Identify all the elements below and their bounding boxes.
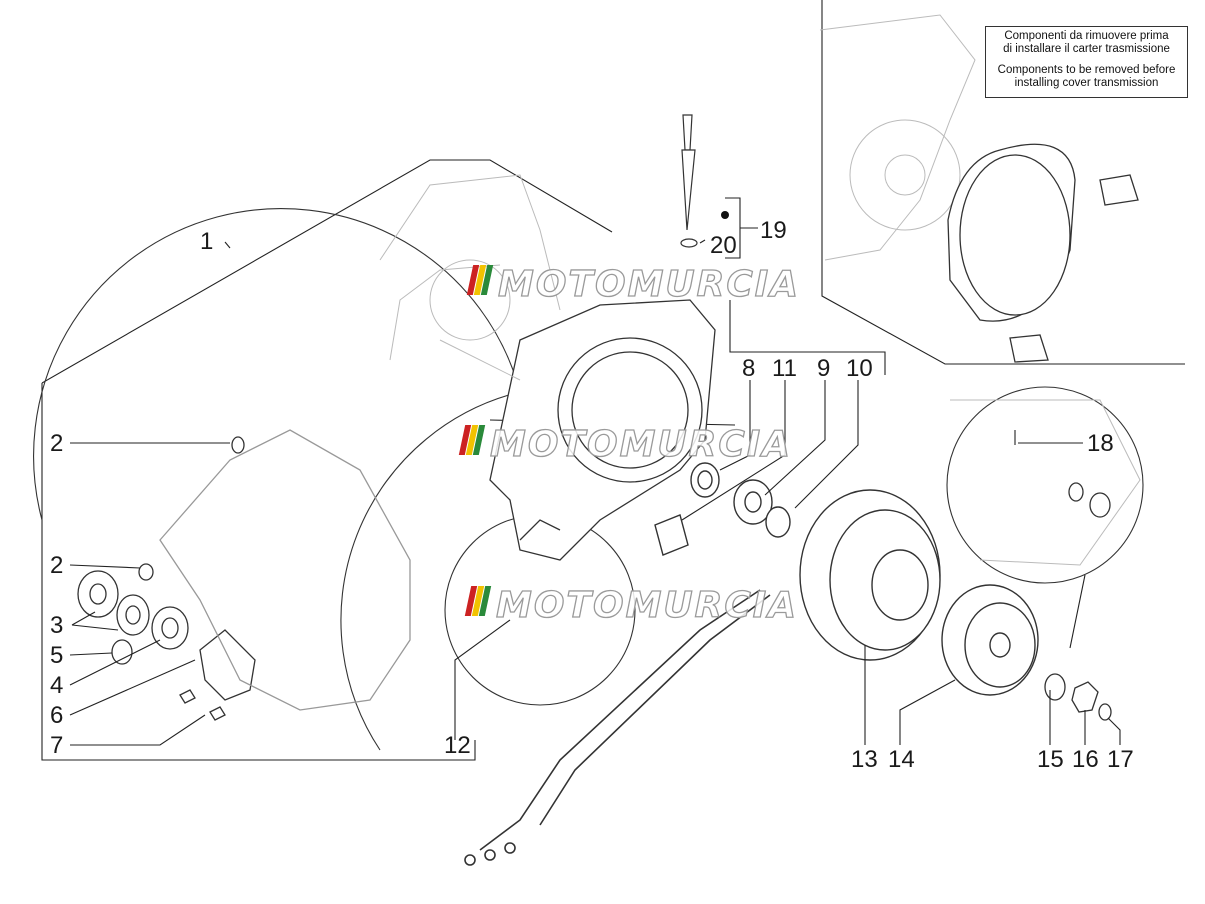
callout-18: 18 [1087, 430, 1114, 457]
callout-10: 10 [846, 355, 873, 382]
watermark-flag-icon [458, 425, 486, 455]
callout-8: 8 [742, 355, 756, 382]
stator-flywheel-illustration [799, 489, 1039, 696]
callout-16: 16 [1072, 746, 1099, 773]
detail-circle-flywheel [946, 386, 1144, 584]
watermark-flag-icon [464, 586, 492, 616]
inset-frame [821, 0, 1185, 365]
watermark-logo: MOTOMURCIA [489, 423, 793, 465]
callout-7: 7 [50, 732, 64, 759]
callout-5: 5 [50, 642, 64, 669]
callout-3: 3 [50, 612, 64, 639]
dipstick-illustration [680, 114, 698, 248]
callout-15: 15 [1037, 746, 1064, 773]
crankcase-illustration [489, 299, 716, 561]
callout-2: 2 [50, 430, 64, 457]
watermark-logo: MOTOMURCIA [495, 584, 799, 626]
bearing-set-illustration [77, 429, 411, 721]
callout-1: 1 [200, 228, 214, 255]
note-english-line1: Components to be removed before [997, 64, 1176, 76]
note-english-line2: installing cover transmission [1014, 77, 1159, 89]
callout-2: 2 [50, 552, 64, 579]
inset-cover-illustration [947, 143, 1139, 363]
note-italian-line1: Componenti da rimuovere prima [1004, 30, 1169, 42]
watermark-flag-icon [466, 265, 494, 295]
watermark-logo: MOTOMURCIA [497, 263, 801, 305]
detail-circle-left [340, 391, 521, 751]
callout-4: 4 [50, 672, 64, 699]
harness-illustration [464, 589, 771, 866]
callout-6: 6 [50, 702, 64, 729]
callout-13: 13 [851, 746, 878, 773]
engine-background-illustration [379, 14, 1141, 566]
callout-14: 14 [888, 746, 915, 773]
callout-17: 17 [1107, 746, 1134, 773]
callout-12: 12 [444, 732, 471, 759]
callout-19: 19 [760, 217, 787, 244]
callout-9: 9 [817, 355, 831, 382]
leader-lines [69, 239, 1121, 746]
removal-note-box: Componenti da rimuovere prima di install… [985, 26, 1188, 98]
note-italian-line2: di installare il carter trasmissione [1003, 43, 1170, 55]
fasteners-illustration [1044, 482, 1112, 721]
callout-20: 20 [710, 232, 737, 259]
group-bracket-1 [41, 159, 613, 761]
bearings-illustration [654, 462, 791, 556]
callout-11: 11 [772, 355, 797, 382]
